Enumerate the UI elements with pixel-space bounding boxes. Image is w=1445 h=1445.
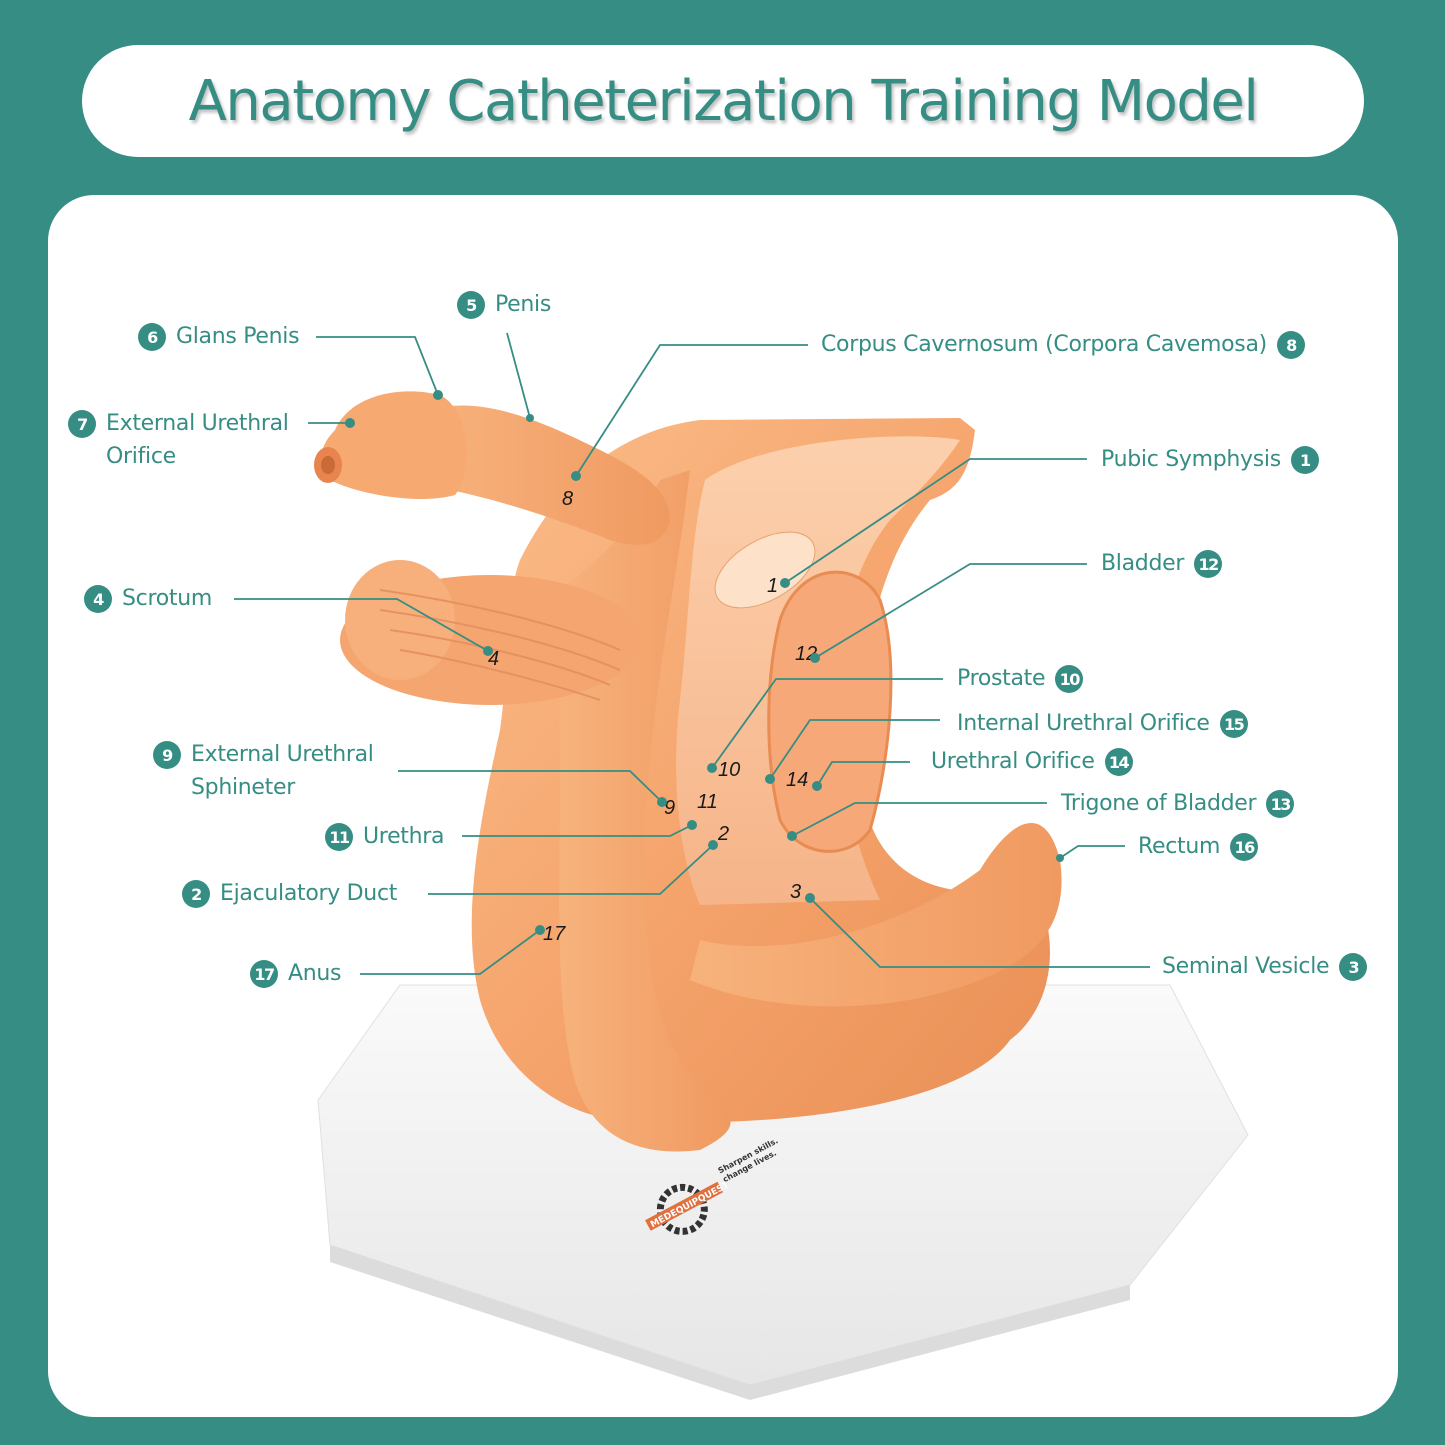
svg-text:11: 11: [697, 791, 718, 813]
label-pubic-symphysis: Pubic Symphysis 1: [1101, 443, 1319, 476]
svg-text:10: 10: [718, 759, 740, 781]
label-seminal-vesicle: Seminal Vesicle 3: [1162, 950, 1368, 983]
label-external-urethral-sphincter: 9 External Urethral Sphineter: [153, 738, 374, 804]
label-text: Prostate: [957, 666, 1046, 691]
number-badge: 15: [1219, 710, 1248, 738]
label-text: Glans Penis: [176, 324, 300, 349]
label-penis: 5 Penis: [457, 288, 551, 321]
model-body: [471, 418, 1062, 1152]
number-badge: 1: [1290, 446, 1319, 474]
label-urethral-orifice: Urethral Orifice 14: [931, 745, 1133, 778]
label-text: Bladder: [1101, 551, 1185, 576]
number-badge: 11: [325, 823, 353, 851]
svg-text:1: 1: [767, 575, 778, 597]
svg-text:9: 9: [664, 797, 675, 819]
label-text: External Urethral Orifice: [106, 411, 289, 469]
number-badge: 13: [1266, 790, 1295, 818]
leader-lines: [234, 332, 1150, 975]
number-badge: 6: [138, 323, 166, 351]
number-badge: 2: [182, 880, 210, 908]
label-bladder: Bladder 12: [1101, 547, 1223, 580]
number-badge: 5: [457, 291, 485, 319]
model-penis: [314, 391, 670, 545]
number-badge: 7: [68, 410, 96, 438]
label-text: Seminal Vesicle: [1162, 954, 1330, 979]
label-rectum: Rectum 16: [1138, 830, 1259, 863]
label-text: Urethra: [363, 824, 445, 849]
model-scrotum: [340, 560, 640, 705]
number-badge: 3: [1339, 953, 1368, 981]
label-trigone-of-bladder: Trigone of Bladder 13: [1061, 787, 1295, 820]
number-badge: 16: [1230, 833, 1259, 861]
label-ejaculatory-duct: 2 Ejaculatory Duct: [182, 877, 397, 910]
label-text: Ejaculatory Duct: [220, 881, 398, 906]
number-badge: 4: [84, 585, 112, 613]
number-badge: 17: [250, 960, 278, 988]
svg-text:3: 3: [790, 881, 801, 903]
number-badge: 10: [1055, 665, 1084, 693]
label-external-urethral-orifice: 7 External Urethral Orifice: [68, 407, 289, 473]
label-text: Corpus Cavernosum (Corpora Cavemosa): [821, 332, 1267, 357]
label-scrotum: 4 Scrotum: [84, 582, 212, 615]
svg-text:14: 14: [786, 769, 808, 791]
model-markings: 8 1 4 12 10 14 9 11 2 3 17: [488, 488, 817, 945]
leader-dots: [345, 390, 1064, 935]
label-text: Anus: [288, 961, 342, 986]
number-badge: 12: [1194, 550, 1223, 578]
label-anus: 17 Anus: [250, 957, 342, 990]
title-banner: Anatomy Catheterization Training Model: [82, 45, 1364, 157]
label-text: Internal Urethral Orifice: [957, 711, 1210, 736]
label-prostate: Prostate 10: [957, 662, 1084, 695]
label-text: Trigone of Bladder: [1061, 791, 1257, 816]
label-text: Penis: [495, 292, 552, 317]
svg-text:8: 8: [562, 488, 573, 510]
label-internal-urethral-orifice: Internal Urethral Orifice 15: [957, 707, 1248, 740]
label-text: Rectum: [1138, 834, 1221, 859]
label-text: Pubic Symphysis: [1101, 447, 1281, 472]
number-badge: 8: [1276, 331, 1305, 359]
label-urethra: 11 Urethra: [325, 820, 445, 853]
number-badge: 9: [153, 741, 181, 769]
label-corpus-cavernosum: Corpus Cavernosum (Corpora Cavemosa) 8: [821, 328, 1305, 361]
svg-text:2: 2: [717, 823, 729, 845]
label-text: Scrotum: [122, 586, 212, 611]
svg-text:17: 17: [543, 923, 566, 945]
label-text: External Urethral Sphineter: [191, 742, 374, 800]
svg-text:4: 4: [488, 648, 499, 670]
label-glans-penis: 6 Glans Penis: [138, 320, 300, 353]
number-badge: 14: [1104, 748, 1133, 776]
page-title: Anatomy Catheterization Training Model: [188, 68, 1259, 134]
label-text: Urethral Orifice: [931, 749, 1095, 774]
